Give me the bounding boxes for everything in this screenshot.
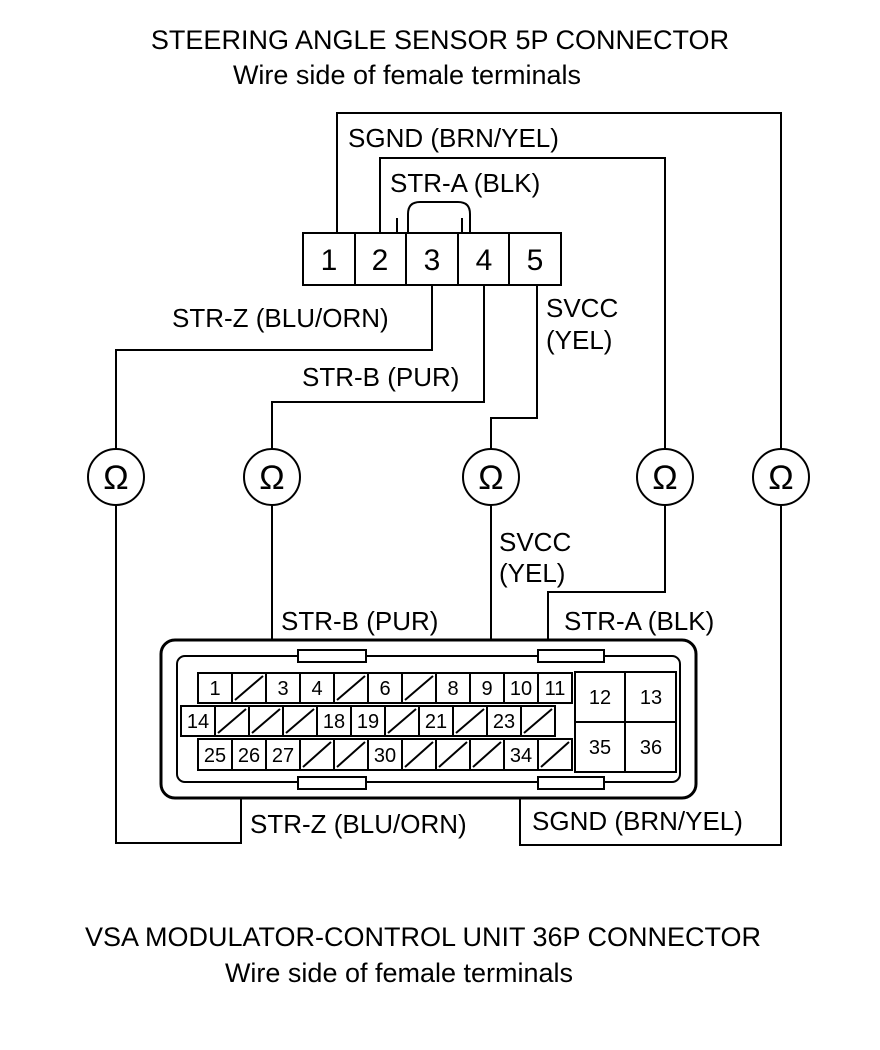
top-5p-connector: 1 2 3 4 5 [302, 232, 562, 286]
pin-cell [418, 705, 454, 737]
pin-23: 23 [493, 711, 515, 733]
pin-19: 19 [357, 711, 379, 733]
top-pin-4: 4 [476, 244, 493, 277]
ohmmeter-icon: Ω [87, 448, 145, 506]
latch-top-right [537, 649, 605, 663]
label-svcc-mid-2: (YEL) [499, 558, 565, 588]
label-str-z-bottom: STR-Z (BLU/ORN) [250, 809, 467, 839]
empty-cavity-mark [336, 741, 366, 768]
top-pin-2: 2 [372, 244, 389, 277]
jumper-loop [407, 201, 471, 233]
pin-30: 30 [374, 745, 396, 767]
pin-10: 10 [510, 678, 532, 700]
label-svcc-top-2: (YEL) [546, 325, 612, 355]
empty-cavity-mark [455, 708, 485, 734]
label-str-b-top: STR-B (PUR) [302, 362, 459, 392]
wire-pin5-svcc [490, 285, 538, 449]
meter-1-symbol: Ω [103, 459, 128, 497]
top-pin-3: 3 [424, 244, 441, 277]
empty-cavity-mark [404, 741, 434, 768]
empty-cavity-mark [285, 708, 315, 734]
label-str-a-top: STR-A (BLK) [390, 168, 540, 198]
ohmmeter-icon: Ω [243, 448, 301, 506]
pin-9: 9 [481, 678, 492, 700]
pin-1: 1 [209, 678, 220, 700]
pin-cell [486, 705, 522, 737]
bottom-connector-subtitle: Wire side of female terminals [225, 958, 573, 988]
empty-cavity-mark [217, 708, 247, 734]
pin-21: 21 [425, 711, 447, 733]
pin-cell [265, 738, 301, 771]
empty-cavity-mark [472, 741, 502, 768]
pin-cell [197, 672, 233, 704]
pin-3: 3 [277, 678, 288, 700]
wire-pin2-str-a [379, 157, 666, 449]
pin-12: 12 [589, 687, 611, 709]
label-svcc-mid-1: SVCC [499, 527, 571, 557]
empty-cavity-mark [336, 675, 366, 701]
latch-top-left [297, 649, 367, 663]
pin-cell [299, 672, 335, 704]
pin-25: 25 [204, 745, 226, 767]
empty-cavity-mark [234, 675, 264, 701]
wire-pin4-str-b [271, 285, 485, 449]
pin-4: 4 [311, 678, 322, 700]
empty-cavity-mark [387, 708, 417, 734]
label-sgnd-top: SGND (BRN/YEL) [348, 123, 559, 153]
label-svcc-top-1: SVCC [546, 293, 618, 323]
pin-18: 18 [323, 711, 345, 733]
empty-cavity-mark [438, 741, 468, 768]
top-pin-1: 1 [321, 244, 338, 277]
empty-cavity-mark [302, 741, 332, 768]
pin-cell [367, 738, 403, 771]
empty-cavity-mark [523, 708, 553, 734]
pin-cell [503, 672, 539, 704]
pin-cell [503, 738, 539, 771]
pin-26: 26 [238, 745, 260, 767]
empty-cavity-mark [540, 741, 570, 768]
top-pin-5: 5 [527, 244, 544, 277]
label-str-a-bottom: STR-A (BLK) [564, 606, 714, 636]
pin-36: 36 [640, 737, 662, 759]
pin-11: 11 [545, 678, 566, 700]
pin-27: 27 [272, 745, 294, 767]
wire-meter4-pin11 [547, 505, 666, 683]
top-connector-title: STEERING ANGLE SENSOR 5P CONNECTOR [151, 25, 729, 55]
label-str-z-top: STR-Z (BLU/ORN) [172, 303, 389, 333]
pin-14: 14 [187, 711, 209, 733]
meter-5-symbol: Ω [768, 459, 793, 497]
bottom-connector-title: VSA MODULATOR-CONTROL UNIT 36P CONNECTOR [85, 922, 761, 952]
ohmmeter-icon: Ω [636, 448, 694, 506]
pin-cell [367, 672, 403, 704]
pin-35: 35 [589, 737, 611, 759]
latch-bottom-left [297, 776, 367, 790]
pin-8: 8 [447, 678, 458, 700]
wire-pin1-sgnd [336, 112, 782, 449]
pin-13: 13 [640, 687, 662, 709]
pin-6: 6 [379, 678, 390, 700]
meter-4-symbol: Ω [652, 459, 677, 497]
empty-cavity-mark [251, 708, 281, 734]
meter-2-symbol: Ω [259, 459, 284, 497]
ohmmeter-icon: Ω [752, 448, 810, 506]
wire-pin3-str-z [115, 285, 433, 449]
latch-bottom-right [537, 776, 605, 790]
pin-cell [350, 705, 386, 737]
pin-cell [231, 738, 267, 771]
meter-3-symbol: Ω [478, 459, 503, 497]
empty-cavity-mark [404, 675, 434, 701]
label-sgnd-bottom: SGND (BRN/YEL) [532, 806, 743, 836]
ohmmeter-icon: Ω [462, 448, 520, 506]
top-connector-subtitle: Wire side of female terminals [233, 60, 581, 90]
label-str-b-bottom: STR-B (PUR) [281, 606, 438, 636]
pin-34: 34 [510, 745, 532, 767]
pin-cell [537, 672, 573, 704]
